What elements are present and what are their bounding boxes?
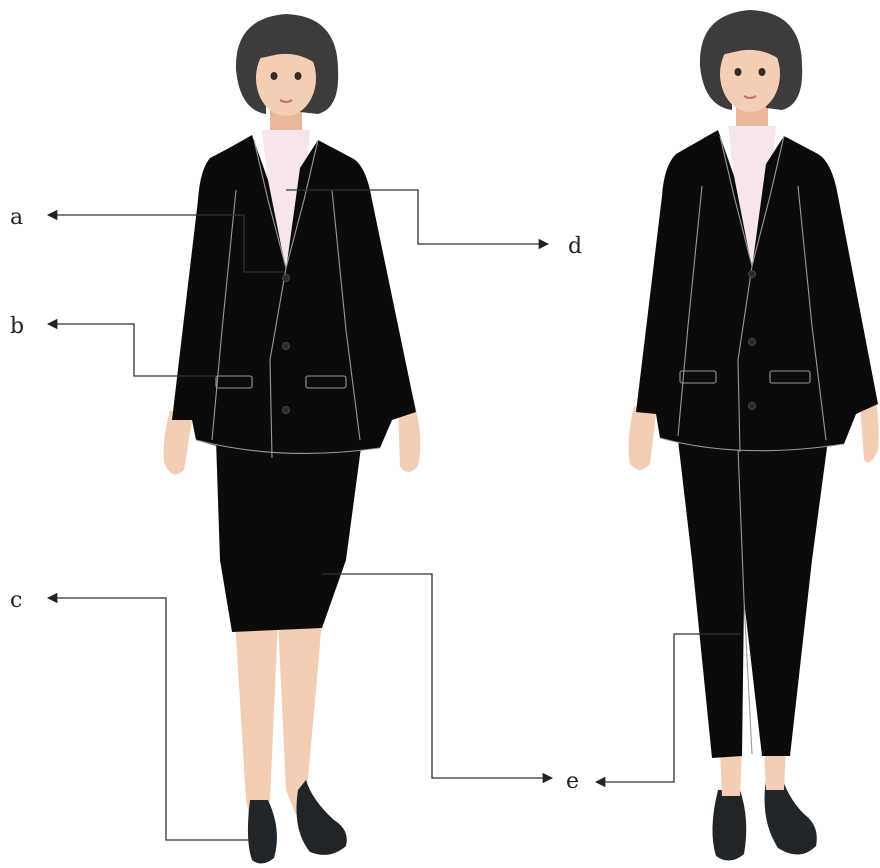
skirt: [216, 440, 362, 632]
label-a: a: [10, 205, 23, 230]
callout-line-c: [48, 598, 252, 840]
label-b: b: [10, 314, 24, 339]
label-c: c: [10, 588, 22, 613]
left-hand-right-figure: [629, 406, 656, 470]
label-d: d: [568, 234, 582, 259]
callout-lines: [48, 190, 740, 840]
head-left-figure: [236, 14, 338, 116]
callout-line-e-skirt: [322, 574, 552, 778]
label-e: e: [566, 769, 579, 794]
head-right-figure: [700, 10, 802, 112]
trousers: [678, 440, 828, 758]
figure-trouser-suit: [629, 10, 879, 861]
figure-skirt-suit: [164, 14, 421, 864]
